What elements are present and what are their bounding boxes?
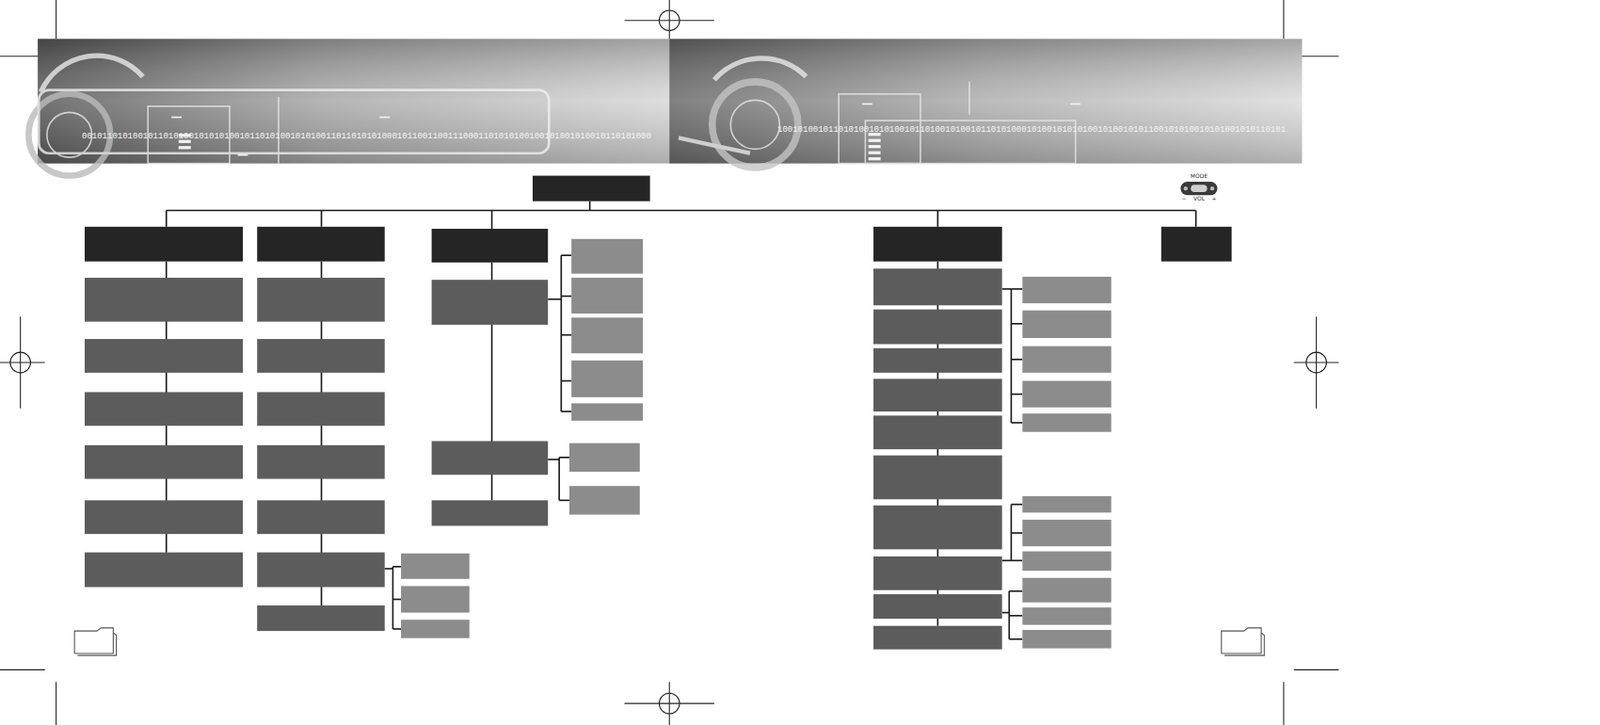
menu-boxes (84, 268, 1003, 649)
binary-strip: 0010110101001011010100101010100101101010… (81, 132, 652, 142)
tree-lines (166, 201, 1197, 640)
option-boxes (400, 239, 1112, 649)
button-label: + (1211, 195, 1216, 202)
binary-strip: 1001010010110101001010100101101001010010… (777, 126, 1286, 135)
header-boxes (84, 176, 1232, 263)
button-label: MODE (1190, 173, 1208, 179)
mode-button-icon (1180, 181, 1217, 195)
header-banner (28, 38, 1302, 176)
crop-marks (0, 0, 1339, 725)
button-label: VOL (1193, 195, 1205, 202)
button-label: − (1181, 195, 1186, 202)
folder-icons (74, 627, 1264, 656)
